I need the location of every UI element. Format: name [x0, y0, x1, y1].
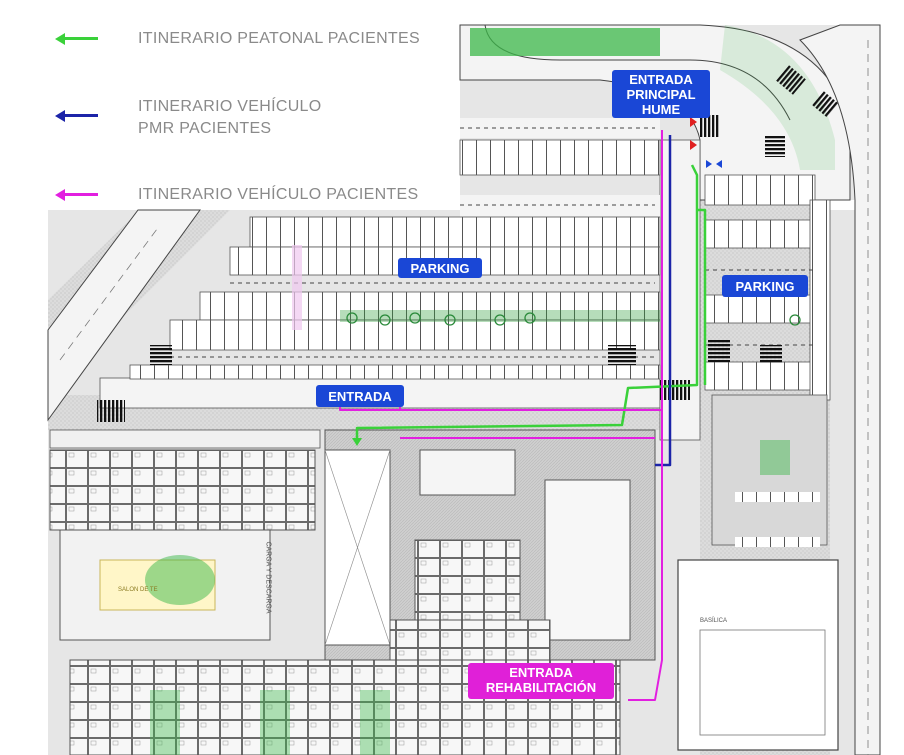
entrance-markers: [690, 117, 722, 168]
pedestrian-line: [62, 37, 98, 40]
pmr-route: [655, 135, 672, 467]
label-parking-right: PARKING: [722, 275, 808, 297]
label-parking-left: PARKING: [398, 258, 482, 278]
label-entrance: ENTRADA: [316, 385, 404, 407]
label-main-entrance: ENTRADA PRINCIPAL HUME: [612, 70, 710, 118]
label-main-entrance-line1: ENTRADA: [629, 72, 693, 87]
parking-left: [129, 127, 661, 380]
pedestrian-arrow-icon: [55, 33, 65, 45]
label-rehab-entrance-line1: ENTRADA: [509, 665, 573, 680]
plan-label-basilica: BASÍLICA: [700, 618, 728, 624]
label-main-entrance-line2: PRINCIPAL: [626, 87, 696, 102]
buildings: [49, 394, 839, 755]
parking-right: [704, 174, 831, 401]
label-main-entrance-line3: HUME: [641, 102, 681, 117]
legend-label-pmr-line1: ITINERARIO VEHÍCULO: [138, 98, 322, 115]
label-rehab-entrance: ENTRADA REHABILITACIÓN: [468, 663, 614, 699]
label-rehab-entrance-line2: REHABILITACIÓN: [485, 680, 597, 695]
legend-label-pedestrian: ITINERARIO PEATONAL PACIENTES: [138, 30, 420, 47]
roads: [47, 24, 881, 755]
legend-label-vehicle: ITINERARIO VEHÍCULO PACIENTES: [138, 186, 419, 203]
plan-label-carga: CARGA Y DESCARGA: [264, 541, 272, 614]
pmr-line: [62, 114, 98, 117]
trees: [346, 312, 801, 326]
legend-label-pmr-line2: PMR PACIENTES: [138, 120, 272, 137]
pmr-arrow-icon: [55, 110, 65, 122]
plan-label-salon: SALON DE TE: [118, 587, 158, 593]
vehicle-arrow-icon: [55, 189, 65, 201]
pedestrian-route: [352, 164, 707, 446]
vehicle-line: [62, 193, 98, 196]
